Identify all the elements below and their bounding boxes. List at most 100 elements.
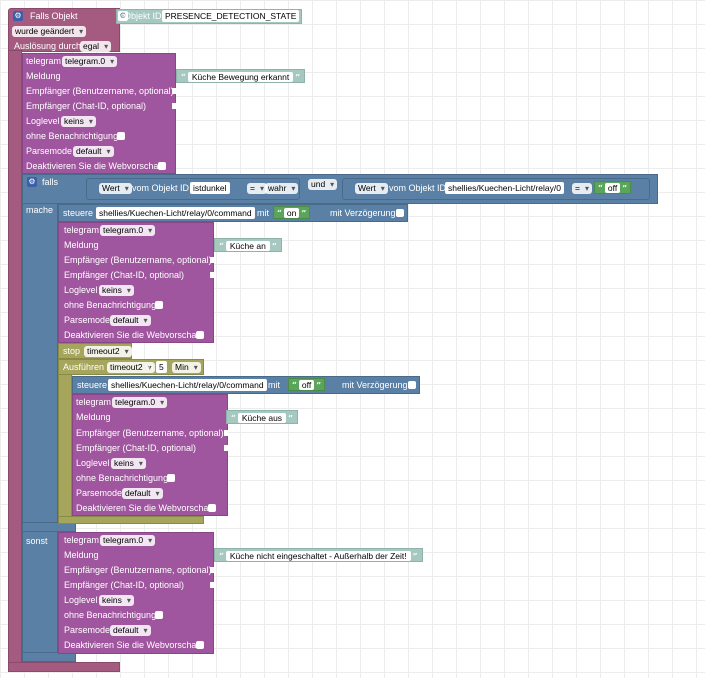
message-string-2[interactable]: “Küche an”	[214, 238, 282, 252]
loglevel-dropdown[interactable]: keins	[99, 285, 134, 296]
parsemode-label: Parsemode	[26, 146, 73, 156]
control1-value-string[interactable]: “on”	[273, 206, 311, 219]
chat-id-label: Empfänger (Chat-ID, optional)	[76, 443, 197, 453]
execute-label: Ausführen	[63, 362, 105, 372]
chat-id-port[interactable]	[210, 582, 214, 588]
telegram-label: telegram	[26, 56, 62, 66]
recipient-label: Empfänger (Benutzername, optional)	[76, 428, 224, 438]
cond2-string[interactable]: “off”	[594, 181, 632, 194]
parsemode-label: Parsemode	[64, 315, 111, 325]
control2-value-string[interactable]: “off”	[288, 378, 326, 391]
parsemode-dropdown[interactable]: default	[110, 625, 151, 636]
telegram-label: telegram	[76, 397, 112, 407]
execute-amount-field[interactable]: 5	[156, 361, 167, 373]
control1-label: steuere	[63, 208, 94, 218]
trigger-dropdown[interactable]: egal	[80, 41, 112, 52]
parsemode-dropdown[interactable]: default	[122, 488, 163, 499]
change-dropdown[interactable]: wurde geändert	[12, 26, 87, 37]
preview-checkbox[interactable]	[158, 162, 166, 170]
loglevel-dropdown[interactable]: keins	[99, 595, 134, 606]
parsemode-dropdown[interactable]: default	[73, 146, 114, 157]
loglevel-label: Loglevel	[64, 595, 98, 605]
message-string-1[interactable]: “Küche Bewegung erkannt”	[176, 69, 306, 83]
control1-object-field[interactable]: shellies/Kuechen-Licht/relay/0/command	[96, 207, 255, 219]
execute-block-spine	[58, 374, 72, 524]
and-dropdown[interactable]: und	[308, 179, 338, 190]
object-id-field[interactable]: PRESENCE_DETECTION_STATE	[162, 10, 300, 22]
parsemode-dropdown[interactable]: default	[110, 315, 151, 326]
stop-timer-dropdown[interactable]: timeout2	[84, 346, 132, 357]
message-string-4[interactable]: “Küche nicht eingeschaltet - Außerhalb d…	[214, 548, 423, 562]
silent-label: ohne Benachrichtigung	[64, 610, 157, 620]
do-label: mache	[26, 205, 54, 215]
message-label: Meldung	[64, 550, 99, 560]
loglevel-label: Loglevel	[26, 116, 60, 126]
recipient-port[interactable]	[224, 430, 228, 436]
cond2-from-label: vom Objekt ID	[389, 183, 447, 193]
execute-timer-dropdown[interactable]: timeout2	[107, 362, 155, 373]
silent-label: ohne Benachrichtigung	[76, 473, 169, 483]
silent-label: ohne Benachrichtigung	[26, 131, 119, 141]
object-id-gear-icon[interactable]: ⚙	[118, 11, 128, 21]
execute-in-label: in	[146, 362, 154, 372]
preview-label: Deaktivieren Sie die Webvorschau	[64, 640, 202, 650]
message-label: Meldung	[26, 71, 61, 81]
preview-label: Deaktivieren Sie die Webvorschau	[64, 330, 202, 340]
recipient-port[interactable]	[210, 567, 214, 573]
preview-checkbox[interactable]	[196, 331, 204, 339]
control1-delay-checkbox[interactable]	[396, 209, 404, 217]
chat-id-port[interactable]	[224, 445, 228, 451]
trigger-title: Falls Objekt	[30, 11, 78, 21]
recipient-port[interactable]	[172, 88, 176, 94]
preview-label: Deaktivieren Sie die Webvorschau	[76, 503, 214, 513]
trigger-label: Auslösung durch	[14, 41, 82, 51]
if-block-foot	[22, 652, 76, 662]
recipient-label: Empfänger (Benutzername, optional)	[64, 565, 212, 575]
chat-id-label: Empfänger (Chat-ID, optional)	[64, 270, 185, 280]
cond1-value-dropdown[interactable]: Wert	[99, 183, 132, 194]
telegram-instance-dropdown[interactable]: telegram.0	[112, 397, 168, 408]
loglevel-label: Loglevel	[76, 458, 110, 468]
execute-block-foot	[58, 516, 204, 524]
telegram-instance-dropdown[interactable]: telegram.0	[100, 535, 156, 546]
control2-object-field[interactable]: shellies/Kuechen-Licht/relay/0/command	[108, 379, 267, 391]
silent-checkbox[interactable]	[167, 474, 175, 482]
settings-gear-icon[interactable]: ⚙	[13, 11, 23, 21]
loglevel-dropdown[interactable]: keins	[111, 458, 146, 469]
preview-checkbox[interactable]	[208, 504, 216, 512]
control1-delay-label: mit Verzögerung	[330, 208, 396, 218]
control2-delay-checkbox[interactable]	[408, 381, 416, 389]
parsemode-label: Parsemode	[64, 625, 111, 635]
recipient-label: Empfänger (Benutzername, optional)	[26, 86, 174, 96]
cond1-rhs-dropdown[interactable]: wahr	[265, 183, 299, 194]
chat-id-port[interactable]	[210, 272, 214, 278]
execute-unit-dropdown[interactable]: Min	[172, 362, 201, 373]
control2-with: mit	[268, 380, 280, 390]
message-label: Meldung	[76, 412, 111, 422]
else-label: sonst	[26, 536, 48, 546]
cond2-value-dropdown[interactable]: Wert	[355, 183, 388, 194]
chat-id-label: Empfänger (Chat-ID, optional)	[26, 101, 147, 111]
control1-with: mit	[257, 208, 269, 218]
silent-checkbox[interactable]	[155, 301, 163, 309]
chat-id-label: Empfänger (Chat-ID, optional)	[64, 580, 185, 590]
cond1-object-field[interactable]: istdunkel	[190, 182, 230, 194]
trigger-block-spine	[8, 50, 22, 670]
message-string-3[interactable]: “Küche aus”	[226, 410, 298, 424]
telegram-instance-dropdown[interactable]: telegram.0	[100, 225, 156, 236]
cond2-operator-dropdown[interactable]: =	[572, 183, 592, 194]
telegram-label: telegram	[64, 535, 100, 545]
if-else-divider	[22, 522, 76, 532]
cond1-operator-dropdown[interactable]: =	[247, 183, 267, 194]
silent-checkbox[interactable]	[155, 611, 163, 619]
recipient-port[interactable]	[210, 257, 214, 263]
silent-checkbox[interactable]	[117, 132, 125, 140]
control2-label: steuere	[77, 380, 108, 390]
telegram-instance-dropdown[interactable]: telegram.0	[62, 56, 118, 67]
trigger-block-foot	[8, 662, 120, 672]
preview-checkbox[interactable]	[196, 641, 204, 649]
if-gear-icon[interactable]: ⚙	[27, 177, 37, 187]
cond2-object-field[interactable]: shellies/Kuechen-Licht/relay/0	[445, 182, 564, 194]
chat-id-port[interactable]	[172, 103, 176, 109]
loglevel-dropdown[interactable]: keins	[61, 116, 96, 127]
